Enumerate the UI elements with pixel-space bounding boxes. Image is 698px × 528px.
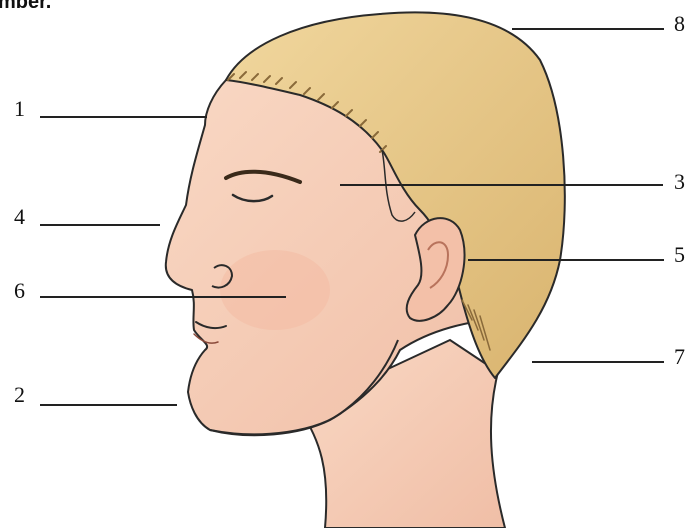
leader-line-3 [340, 184, 663, 186]
leader-line-1 [40, 116, 207, 118]
leader-line-7 [532, 361, 664, 363]
label-4: 4 [14, 206, 25, 228]
label-7: 7 [674, 346, 685, 368]
cheek-blush [220, 250, 330, 330]
label-2: 2 [14, 384, 25, 406]
label-3: 3 [674, 171, 685, 193]
leader-line-8 [512, 28, 664, 30]
leader-line-6 [40, 296, 286, 298]
label-1: 1 [14, 98, 25, 120]
leader-line-2 [40, 404, 177, 406]
label-8: 8 [674, 13, 685, 35]
label-5: 5 [674, 244, 685, 266]
label-6: 6 [14, 280, 25, 302]
leader-line-4 [40, 224, 160, 226]
leader-line-5 [468, 259, 664, 261]
